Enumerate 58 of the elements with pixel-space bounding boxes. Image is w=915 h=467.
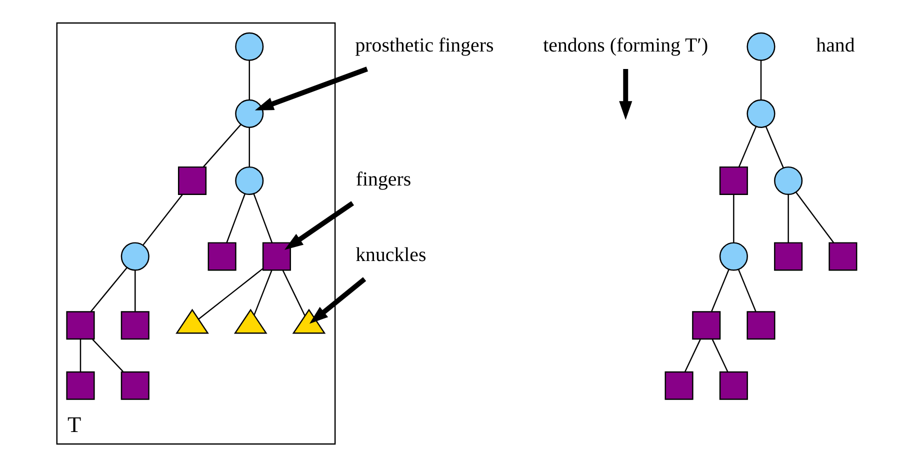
node-triangle [233,308,267,334]
connector [198,268,263,320]
node-box [177,166,206,195]
node-circle [746,32,775,61]
node-circle [234,166,264,195]
node-box [746,311,775,340]
connector [248,127,250,167]
node-circle [718,242,748,271]
connector [252,194,272,243]
label: hand [816,34,854,56]
arrow [618,69,632,120]
node-triangle [175,308,208,334]
connector [737,269,756,312]
node-box [66,371,94,400]
cluster: T [56,22,336,445]
connector [282,270,305,316]
connector [134,270,136,312]
node-box [718,166,748,195]
node-triangle [292,308,326,334]
connector [684,339,700,372]
node-box [692,311,720,340]
arrow [284,201,354,250]
node-circle [746,99,775,128]
connector [253,270,272,316]
node-box [718,371,748,400]
node-box [120,311,149,340]
connector [732,194,734,242]
node-box [120,371,149,400]
connector [764,126,784,168]
connector [787,194,788,242]
node-box [207,242,236,271]
connector [738,126,756,168]
connector [142,194,183,246]
node-box [664,371,693,400]
arrow [308,277,366,324]
connector [202,124,241,168]
connector [710,269,729,312]
connector [90,267,128,312]
connector [226,194,246,243]
node-box [774,242,802,271]
connector [79,339,81,372]
arrow [254,66,368,110]
node-circle [234,32,264,61]
node-box [262,242,290,271]
node-text: knuckles [355,244,426,266]
connector [760,60,762,100]
node-circle [234,99,264,128]
node-text: tendons (forming T′) [542,34,708,56]
node-box [828,242,857,271]
node-text: prosthetic fingers [354,34,494,56]
connector [92,339,123,372]
connector [794,192,834,244]
node-circle [774,166,802,195]
node-circle [120,242,149,271]
node-box [66,311,94,340]
connector [711,339,728,372]
connector [248,60,250,100]
node-text: fingers [355,168,411,190]
